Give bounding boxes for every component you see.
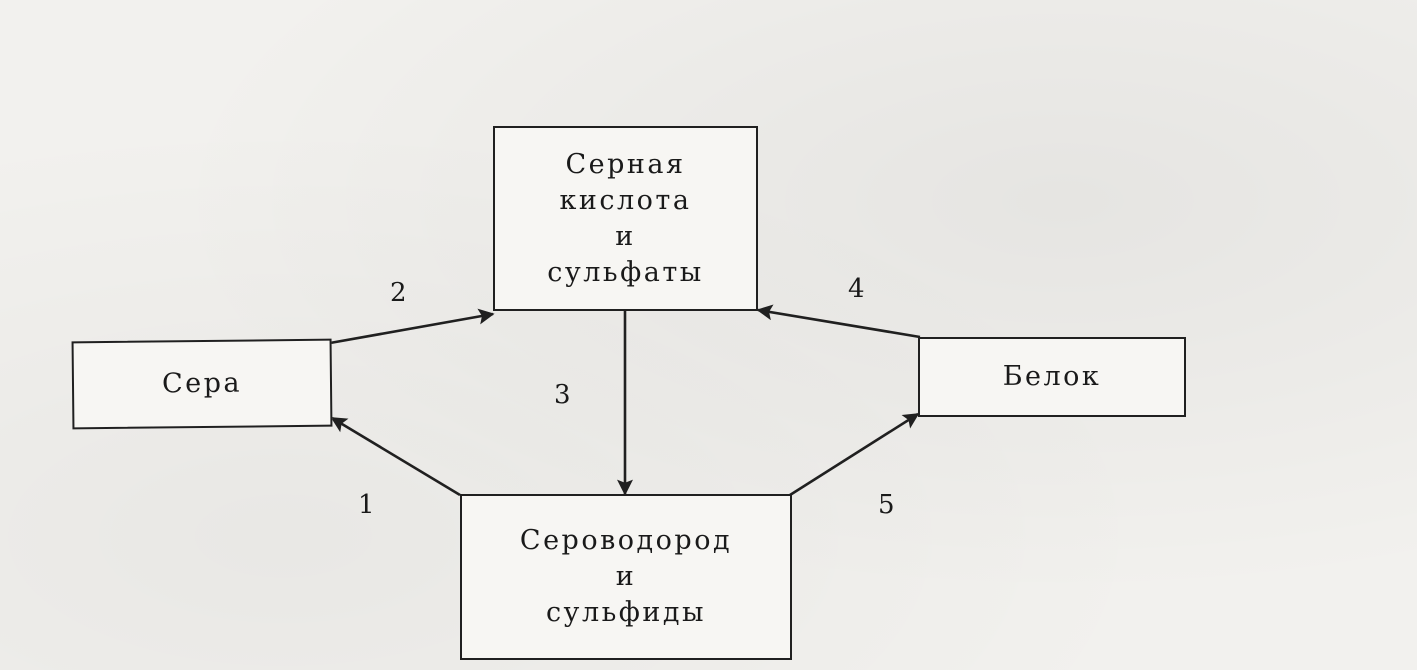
arrow-5 <box>789 412 920 497</box>
node-protein: Белок <box>918 337 1186 417</box>
node-line: и <box>615 220 636 252</box>
edge-label-2: 2 <box>390 278 407 308</box>
arrow-2 <box>329 308 495 345</box>
edge-label-4: 4 <box>848 274 865 304</box>
node-sulfur: Сера <box>71 338 333 430</box>
node-line: Белок <box>1002 361 1102 392</box>
node-line: кислота <box>559 184 692 216</box>
node-line: Серная <box>565 148 686 180</box>
node-line: сульфаты <box>547 256 704 288</box>
edge-label-1: 1 <box>358 490 375 520</box>
edge-label-3: 3 <box>554 380 571 410</box>
edge-label-5: 5 <box>878 490 895 520</box>
node-line: Сероводород <box>519 525 733 556</box>
node-sulfuric-acid-sulfates: Серная кислота и сульфаты <box>493 126 758 311</box>
node-line: и <box>615 561 637 592</box>
arrow-4 <box>756 304 921 339</box>
arrow-1 <box>330 416 461 497</box>
node-line: Сера <box>161 367 243 400</box>
node-line: сульфиды <box>545 597 707 628</box>
node-hydrogen-sulfide-sulfides: Сероводород и сульфиды <box>460 494 792 660</box>
